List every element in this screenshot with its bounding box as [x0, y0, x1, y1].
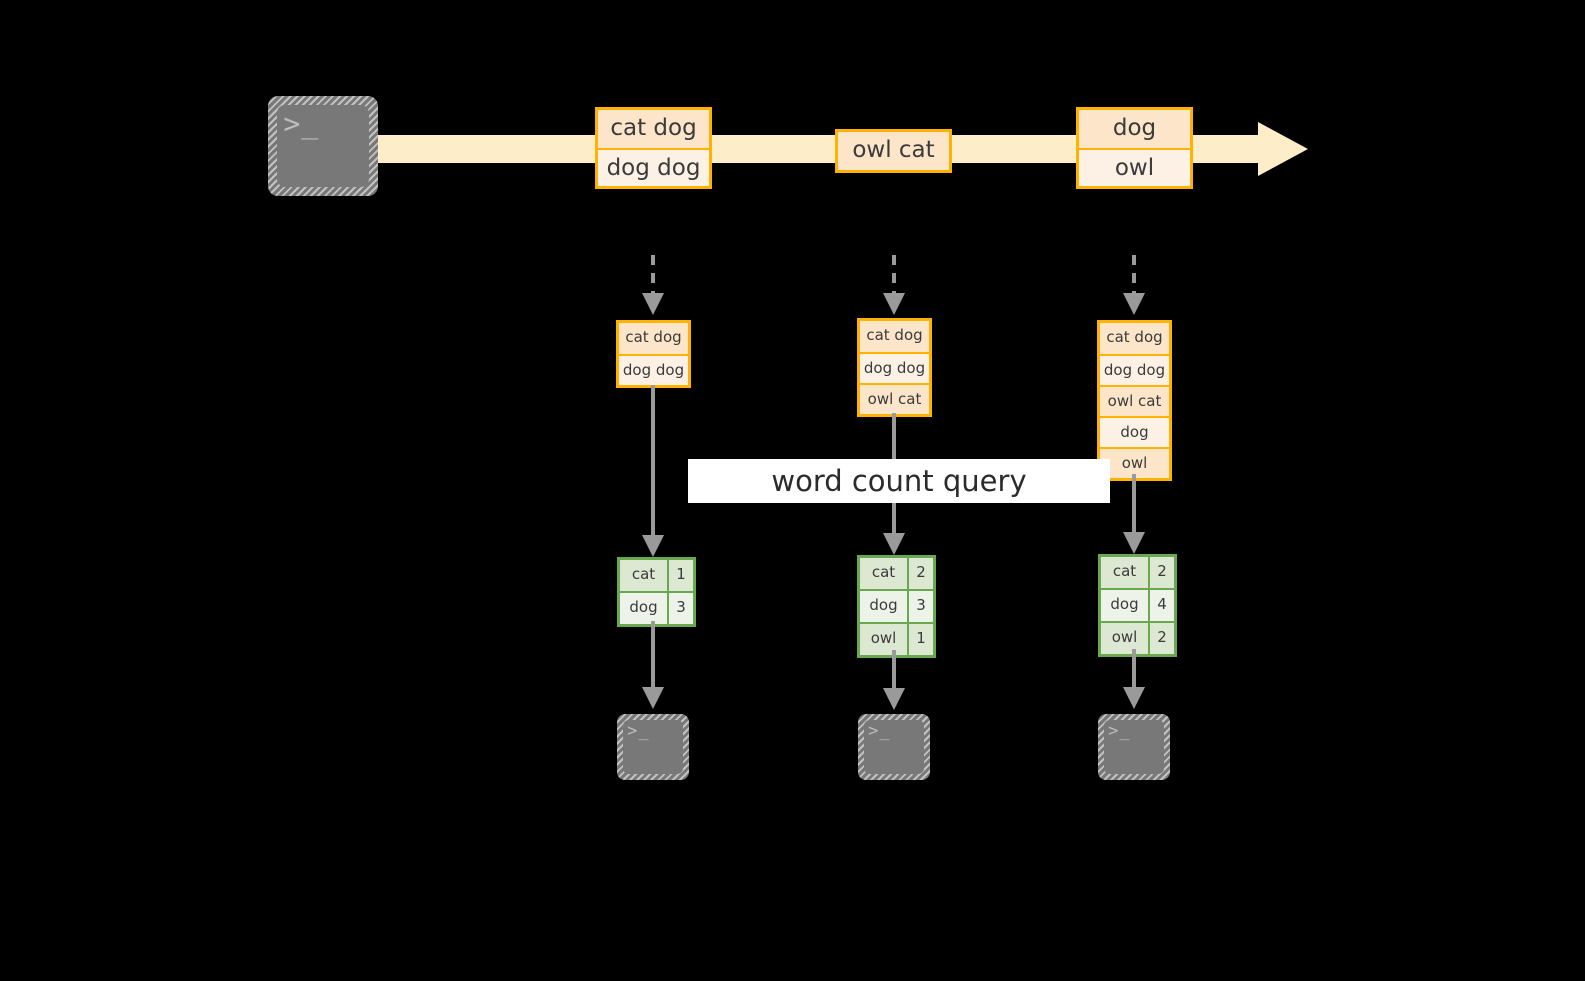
table-row: cat 2: [860, 558, 933, 589]
result-word: owl: [860, 624, 907, 655]
table-row: dog 4: [1101, 588, 1174, 621]
output-arrow-head-2: [883, 688, 905, 710]
table-row: owl 1: [860, 622, 933, 655]
snapshot-row: owl cat: [1100, 385, 1169, 416]
result-word: cat: [860, 558, 907, 589]
stream-message-row: dog: [1079, 110, 1190, 148]
terminal-prompt-glyph: >_: [1108, 721, 1131, 742]
snapshot-arrow-line-3: [1132, 255, 1136, 293]
output-arrow-line-1: [651, 621, 655, 689]
snapshot-arrow-head-1: [642, 293, 664, 315]
snapshot-row: cat dog: [860, 321, 929, 352]
snapshot-arrow-line-2: [892, 255, 896, 293]
terminal-screen: [623, 720, 683, 774]
stream-message-3: dog owl: [1076, 107, 1193, 189]
query-arrow-head-1: [642, 535, 664, 557]
table-row: cat 2: [1101, 557, 1174, 588]
query-arrow-head-3: [1123, 532, 1145, 554]
result-word: dog: [860, 591, 907, 622]
result-table-1: cat 1 dog 3: [617, 557, 696, 627]
result-count: 2: [1148, 623, 1174, 654]
result-count: 1: [667, 560, 693, 591]
result-word: owl: [1101, 623, 1148, 654]
snapshot-arrow-head-3: [1123, 293, 1145, 315]
table-row: dog 3: [860, 589, 933, 622]
snapshot-row: cat dog: [619, 323, 688, 354]
result-count: 2: [1148, 557, 1174, 588]
result-count: 2: [907, 558, 933, 589]
stream-message-2: owl cat: [835, 129, 952, 173]
terminal-screen: [277, 105, 369, 187]
consumer-terminal-icon-2: >_: [858, 714, 930, 780]
snapshot-row: dog dog: [860, 352, 929, 383]
result-count: 3: [667, 593, 693, 624]
terminal-prompt-glyph: >_: [283, 107, 320, 140]
query-arrow-head-2: [883, 533, 905, 555]
table-row: dog 3: [620, 591, 693, 624]
output-arrow-line-2: [892, 650, 896, 690]
snapshot-box-3: cat dog dog dog owl cat dog owl: [1097, 320, 1172, 481]
query-label: word count query: [688, 459, 1110, 503]
stream-message-row: owl cat: [838, 132, 949, 170]
producer-terminal-icon: >_: [268, 96, 378, 196]
query-arrow-line-3: [1132, 474, 1136, 534]
result-count: 1: [907, 624, 933, 655]
result-word: cat: [620, 560, 667, 591]
snapshot-row: dog: [1100, 416, 1169, 447]
table-row: cat 1: [620, 560, 693, 591]
output-arrow-line-3: [1132, 649, 1136, 689]
terminal-screen: [864, 720, 924, 774]
snapshot-box-1: cat dog dog dog: [616, 320, 691, 388]
stream-message-row: cat dog: [598, 110, 709, 148]
event-stream-arrowhead: [1258, 122, 1308, 176]
terminal-prompt-glyph: >_: [627, 721, 650, 742]
output-arrow-head-1: [642, 687, 664, 709]
terminal-prompt-glyph: >_: [868, 721, 891, 742]
snapshot-row: dog dog: [619, 354, 688, 385]
snapshot-row: owl: [1100, 447, 1169, 478]
result-table-2: cat 2 dog 3 owl 1: [857, 555, 936, 658]
result-word: dog: [1101, 590, 1148, 621]
consumer-terminal-icon-3: >_: [1098, 714, 1170, 780]
result-count: 3: [907, 591, 933, 622]
table-row: owl 2: [1101, 621, 1174, 654]
snapshot-box-2: cat dog dog dog owl cat: [857, 318, 932, 417]
snapshot-arrow-head-2: [883, 293, 905, 315]
stream-message-1: cat dog dog dog: [595, 107, 712, 189]
terminal-screen: [1104, 720, 1164, 774]
result-word: cat: [1101, 557, 1148, 588]
result-word: dog: [620, 593, 667, 624]
query-arrow-line-1: [651, 385, 655, 537]
consumer-terminal-icon-1: >_: [617, 714, 689, 780]
snapshot-row: cat dog: [1100, 323, 1169, 354]
output-arrow-head-3: [1123, 687, 1145, 709]
stream-message-row: dog dog: [598, 148, 709, 186]
result-count: 4: [1148, 590, 1174, 621]
snapshot-row: owl cat: [860, 383, 929, 414]
result-table-3: cat 2 dog 4 owl 2: [1098, 554, 1177, 657]
snapshot-arrow-line-1: [651, 255, 655, 293]
stream-message-row: owl: [1079, 148, 1190, 186]
snapshot-row: dog dog: [1100, 354, 1169, 385]
